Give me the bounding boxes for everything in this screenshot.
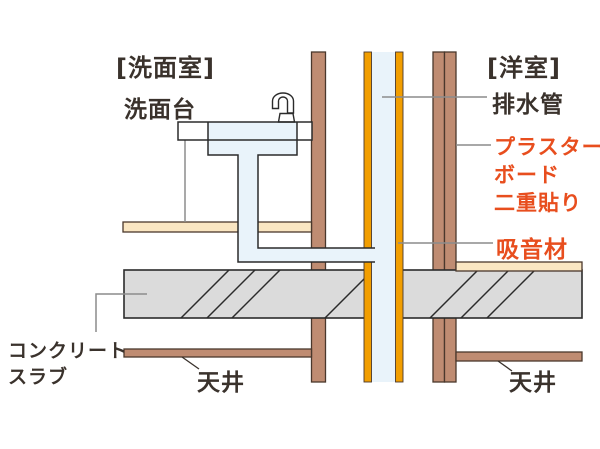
washstand-basin [208, 122, 297, 140]
drain-trap-pipe [208, 140, 375, 262]
slab-hatch-line [429, 269, 479, 319]
ceiling-left-label: 天井 [197, 370, 245, 396]
leader-ceiling-left [181, 356, 200, 370]
western-room-label: [洋室] [487, 54, 561, 82]
partition-plasterboard-2 [443, 51, 457, 383]
stud-wall-left [310, 51, 327, 383]
slab-hatch-line [231, 269, 281, 319]
floor-right [455, 261, 583, 272]
leader-ceiling-right [497, 360, 513, 372]
drain-pipe-label: 排水管 [492, 92, 564, 118]
raised-floor-left [122, 221, 313, 233]
slab-hatch-line [460, 269, 510, 319]
slab-hatch-line [486, 269, 536, 319]
absorber-strip-left-lower [363, 261, 372, 383]
faucet-icon [271, 92, 296, 123]
partition-plasterboard-1 [432, 51, 446, 383]
concrete-slab [123, 269, 583, 319]
ceiling-right-label: 天井 [509, 370, 557, 396]
washstand-label: 洗面台 [124, 97, 196, 123]
plasterboard-label-line2: ボード [494, 163, 560, 187]
ceiling-board-right [455, 351, 583, 362]
leader-concrete-slab [95, 293, 147, 332]
absorber-strip-right [395, 51, 404, 383]
concrete-slab-label-line2: スラブ [8, 366, 69, 388]
concrete-slab-label: コンクリート スラブ [8, 338, 128, 390]
washroom-label: [洗面室] [116, 54, 215, 82]
plasterboard-label-line3: 二重貼り [494, 191, 582, 215]
plasterboard-label: プラスター ボード 二重貼り [494, 133, 600, 217]
washstand-counter-outline [177, 121, 313, 141]
pipe-shaft [371, 52, 396, 382]
washstand-basin-sides [207, 122, 298, 140]
slab-hatch-line [180, 269, 230, 319]
concrete-slab-label-line1: コンクリート [8, 340, 129, 362]
drain-trap-outline [207, 140, 375, 263]
ceiling-board-left [123, 348, 313, 358]
slab-hatch-line [206, 269, 256, 319]
absorber-strip-left-upper [363, 51, 372, 249]
plasterboard-label-line1: プラスター [494, 135, 600, 159]
sound-absorber-label: 吸音材 [496, 237, 568, 263]
